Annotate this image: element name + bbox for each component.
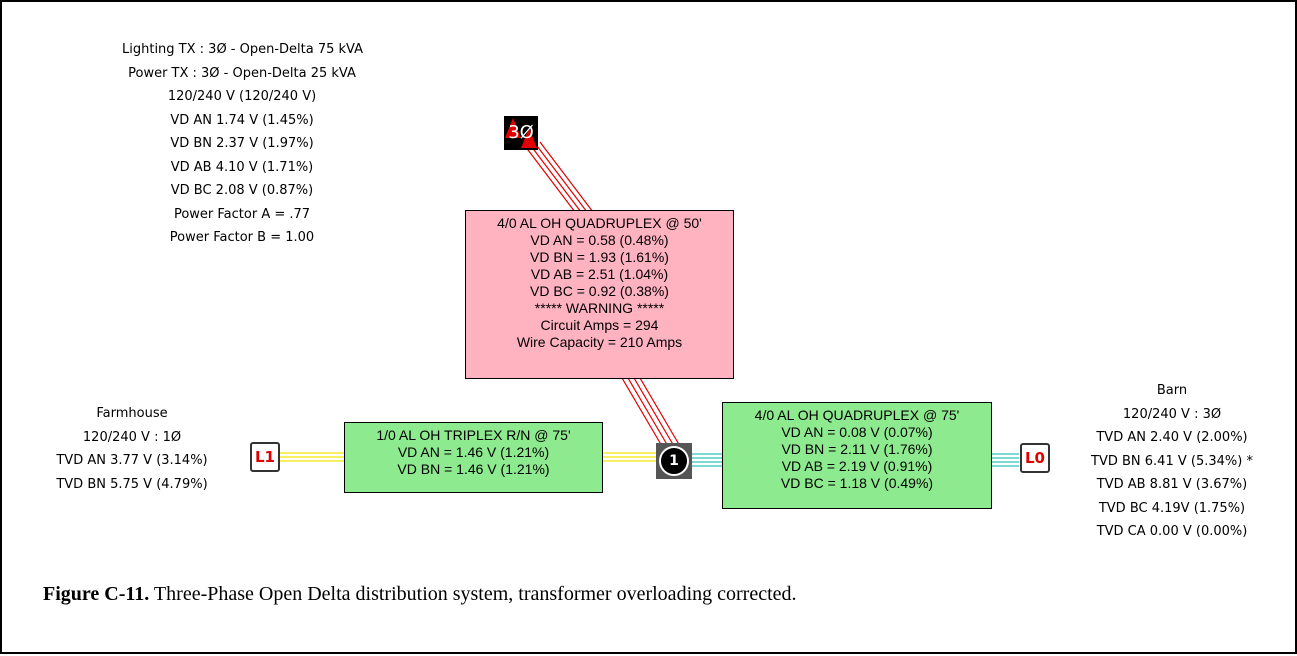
transformer-info-line: VD BC 2.08 V (0.87%) xyxy=(170,183,314,198)
right-conductor-line: VD BC = 1.18 V (0.49%) xyxy=(780,475,934,491)
barn-info-line: 120/240 V : 3Ø xyxy=(1122,406,1222,422)
right-conductor-line: 4/0 AL OH QUADRUPLEX @ 75' xyxy=(754,407,960,423)
left-conductor-line: 1/0 AL OH TRIPLEX R/N @ 75' xyxy=(376,427,571,443)
barn-info-line: TVD AB 8.81 V (3.67%) xyxy=(1096,477,1248,492)
transformer-info-line: Power Factor B = 1.00 xyxy=(169,230,315,245)
barn-title: Barn xyxy=(1156,383,1188,398)
right-conductor-line: VD BN = 2.11 V (1.76%) xyxy=(781,441,933,457)
transformer-feeder-wires xyxy=(521,141,685,454)
upper-conductor-box[interactable]: 4/0 AL OH QUADRUPLEX @ 50' VD AN = 0.58 … xyxy=(465,210,734,379)
transformer-info-line: VD AN 1.74 V (1.45%) xyxy=(170,112,314,128)
transformer-info-line: Lighting TX : 3Ø - Open-Delta 75 kVA xyxy=(122,42,364,57)
barn-info-line: TVD AN 2.40 V (2.00%) xyxy=(1096,430,1248,445)
farmhouse-title: Farmhouse xyxy=(96,406,168,421)
barn-info-line: TVD BC 4.19V (1.75%) xyxy=(1098,500,1246,516)
upper-conductor-line: VD BN = 1.93 (1.61%) xyxy=(530,249,669,265)
transformer-info-line: VD BN 2.37 V (1.97%) xyxy=(170,136,314,151)
farmhouse-info: Farmhouse 120/240 V : 1Ø TVD AN 3.77 V (… xyxy=(22,402,242,496)
figure-caption-text: Three-Phase Open Delta distribution syst… xyxy=(149,583,797,605)
junction-node-label: 1 xyxy=(659,446,689,476)
transformer-info-line: Power Factor A = .77 xyxy=(173,206,311,222)
barn-feeder-wires xyxy=(692,453,1019,467)
transformer-node[interactable]: 3Ø xyxy=(504,116,538,150)
upper-conductor-line: Circuit Amps = 294 xyxy=(540,317,659,333)
right-conductor-line: VD AN = 0.08 V (0.07%) xyxy=(781,424,933,440)
farmhouse-info-line: 120/240 V : 1Ø xyxy=(82,429,182,445)
transformer-node-label: 3Ø xyxy=(508,122,534,143)
farmhouse-info-line: TVD BN 5.75 V (4.79%) xyxy=(56,476,208,492)
upper-conductor-line: VD BC = 0.92 (0.38%) xyxy=(530,283,669,299)
junction-node[interactable]: 1 xyxy=(656,443,692,479)
barn-info: Barn 120/240 V : 3Ø TVD AN 2.40 V (2.00%… xyxy=(1057,379,1287,544)
transformer-info: Lighting TX : 3Ø - Open-Delta 75 kVA Pow… xyxy=(122,38,364,250)
red-triangle-icon xyxy=(505,118,537,148)
transformer-info-line: VD AB 4.10 V (1.71%) xyxy=(170,159,314,175)
transformer-info-line: 120/240 V (120/240 V) xyxy=(167,89,317,104)
barn-info-line: TVD BN 6.41 V (5.34%) * xyxy=(1091,453,1253,469)
upper-conductor-line: 4/0 AL OH QUADRUPLEX @ 50' xyxy=(497,215,702,231)
left-conductor-line: VD BN = 1.46 V (1.21%) xyxy=(397,461,550,477)
right-conductor-box[interactable]: 4/0 AL OH QUADRUPLEX @ 75' VD AN = 0.08 … xyxy=(722,402,992,509)
left-conductor-box[interactable]: 1/0 AL OH TRIPLEX R/N @ 75' VD AN = 1.46… xyxy=(344,422,603,493)
warning-text: ***** WARNING ***** xyxy=(534,300,665,316)
barn-info-line: TVD CA 0.00 V (0.00%) xyxy=(1096,524,1248,539)
farmhouse-info-line: TVD AN 3.77 V (3.14%) xyxy=(56,453,208,468)
transformer-info-line: Power TX : 3Ø - Open-Delta 25 kVA xyxy=(128,65,356,81)
load-node-l1[interactable]: L1 xyxy=(250,442,280,472)
right-conductor-line: VD AB = 2.19 V (0.91%) xyxy=(781,458,933,474)
farmhouse-feeder-wires xyxy=(280,452,658,462)
upper-conductor-line: VD AB = 2.51 (1.04%) xyxy=(530,266,669,282)
figure-caption: Figure C-11. Three-Phase Open Delta dist… xyxy=(43,583,797,606)
load-node-l0[interactable]: L0 xyxy=(1020,443,1050,473)
upper-conductor-line: VD AN = 0.58 (0.48%) xyxy=(530,232,669,248)
left-conductor-line: VD AN = 1.46 V (1.21%) xyxy=(397,444,550,460)
figure-caption-label: Figure C-11. xyxy=(43,583,150,605)
upper-conductor-line: Wire Capacity = 210 Amps xyxy=(516,334,683,350)
